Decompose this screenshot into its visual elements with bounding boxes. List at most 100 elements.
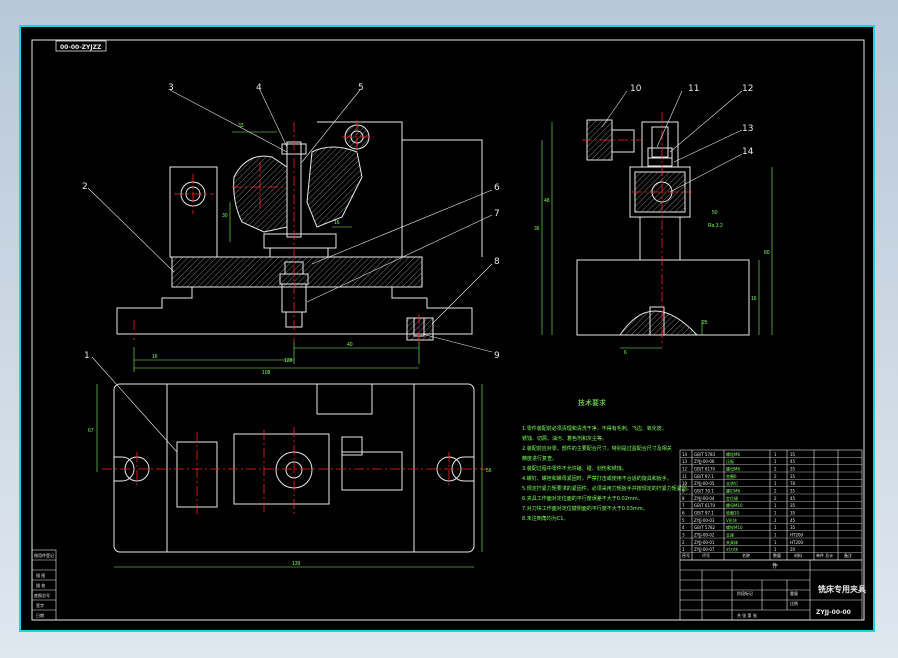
top-centerlines bbox=[102, 427, 487, 517]
stage-label: 阶段标记 bbox=[737, 590, 753, 596]
bom-cell: 垫圈6 bbox=[726, 473, 737, 479]
bom-cell: 支座 bbox=[726, 532, 734, 538]
col-header-remark: 备注 bbox=[844, 552, 852, 558]
bom-cell: 35 bbox=[790, 525, 796, 530]
bom-cell: 35 bbox=[790, 489, 796, 494]
material-label: 件 bbox=[772, 562, 778, 570]
bom-cell: 14 bbox=[682, 452, 688, 457]
left-info-2: 描 图 bbox=[36, 572, 45, 578]
bom-cell: 2 bbox=[774, 467, 777, 472]
front-dimension-lines bbox=[133, 131, 420, 372]
col-header-name: 名称 bbox=[742, 552, 750, 558]
bom-cell: HT200 bbox=[790, 533, 804, 538]
bom-cell: 8 bbox=[682, 496, 685, 501]
tech-line: 2.装配前应对零、部件的主要配合尺寸，特别是过盈配合尺寸及相关 bbox=[522, 445, 672, 452]
bom-cell: ZYJJ-00-01 bbox=[694, 540, 715, 545]
bom-cell: ZYJJ-00-02 bbox=[694, 533, 715, 538]
dim-slot-width: 16 bbox=[334, 220, 340, 226]
bom-cell: 3 bbox=[682, 533, 685, 538]
dim-side-tol: Ra 3.2 bbox=[708, 223, 723, 229]
bom-cell: 1 bbox=[682, 547, 685, 552]
left-info-5: 签字 bbox=[36, 602, 44, 608]
tech-line: 6.夹具工作面对定位面的平行度误差不大于0.02mm。 bbox=[522, 495, 643, 502]
drawing-code-mirrored: 00-00-ZYJZZ bbox=[60, 44, 102, 51]
left-info-block bbox=[31, 549, 57, 621]
bom-cell: 2 bbox=[682, 540, 685, 545]
bom-cell: 13 bbox=[682, 459, 688, 464]
bom-cell: 1 bbox=[774, 452, 777, 457]
bom-cell: 对刀块 bbox=[726, 546, 738, 552]
drawing-number: ZYJJ-00-00 bbox=[816, 609, 851, 616]
bom-cell: 1 bbox=[774, 540, 777, 545]
tech-line: 4.螺钉、螺栓和螺母紧固时，严禁打击或使用不合适的旋具和扳手。 bbox=[522, 475, 672, 482]
dim-side-left: 36 bbox=[534, 226, 540, 232]
side-view bbox=[576, 119, 750, 336]
part-label-12: 12 bbox=[742, 84, 753, 94]
dim-center-h: 128 bbox=[284, 358, 293, 364]
weight-label: 重量 bbox=[790, 590, 798, 596]
dim-side-h1: 16 bbox=[751, 296, 757, 302]
bom-cell: 1 bbox=[774, 459, 777, 464]
bom-cell: 螺母M6 bbox=[726, 466, 740, 472]
part-label-14: 14 bbox=[742, 147, 754, 157]
bom-cell: 35 bbox=[790, 452, 796, 457]
bom-cell: 定位键 bbox=[726, 495, 738, 501]
bom-cell: 45 bbox=[790, 459, 796, 464]
tech-line: 7.对刀块工作面对定位键侧面的平行度不大于0.03mm。 bbox=[522, 505, 648, 512]
bom-cell: ZYJJ-00-07 bbox=[694, 547, 715, 552]
tech-line: 1.零件装配前必须清理和清洗干净，不得有毛刺、飞边、氧化皮、 bbox=[522, 425, 667, 432]
bom-cell: 9 bbox=[682, 489, 685, 494]
bom-cell: 螺栓M6 bbox=[726, 451, 740, 457]
part-name: 铣床专用夹具 bbox=[818, 584, 866, 594]
dim-bottom-height: 67 bbox=[88, 428, 94, 434]
side-leaders bbox=[601, 90, 743, 193]
dim-top-height-small: 33 bbox=[238, 123, 244, 129]
dim-left-height: 30 bbox=[222, 213, 228, 219]
part-label-1: 1 bbox=[84, 351, 90, 361]
col-header-seq: 序号 bbox=[682, 552, 690, 558]
bom-cell: GB/T 5783 bbox=[694, 452, 716, 457]
bom-cell: 垫圈10 bbox=[726, 510, 740, 516]
bom-cell: 螺母M10 bbox=[726, 502, 743, 508]
bom-cell: 螺钉M6 bbox=[726, 488, 740, 494]
bom-cell: T8 bbox=[789, 481, 795, 486]
part-label-6: 6 bbox=[494, 183, 500, 193]
bom-cell: 1 bbox=[774, 481, 777, 486]
bom-cell: V形块 bbox=[726, 517, 737, 523]
bom-cell: HT200 bbox=[790, 540, 804, 545]
sheet-border bbox=[31, 39, 865, 621]
top-dimension-lines bbox=[96, 384, 483, 568]
bom-cell: 45 bbox=[790, 518, 796, 523]
part-label-11: 11 bbox=[688, 84, 699, 94]
bom-cell: GB/T 70.1 bbox=[694, 489, 714, 494]
part-label-13: 13 bbox=[742, 124, 753, 134]
dim-bottom-width: 139 bbox=[292, 561, 301, 567]
bom-cell: ZYJJ-00-05 bbox=[694, 481, 715, 486]
part-label-9: 9 bbox=[494, 351, 500, 361]
scale-label: 比例 bbox=[790, 600, 798, 606]
left-info-0: 借用件登记 bbox=[34, 552, 54, 558]
dim-side-bottom2: 6 bbox=[624, 350, 627, 356]
cad-drawing-viewport[interactable]: 00-00-ZYJZZ bbox=[19, 25, 875, 632]
bom-cell: 10 bbox=[682, 481, 688, 486]
bom-cell: 1 bbox=[774, 525, 777, 530]
bom-cell: 夹具体 bbox=[726, 539, 738, 545]
side-centerlines bbox=[582, 112, 692, 347]
dim-base-total: 108 bbox=[262, 370, 271, 376]
bom-cell: 45 bbox=[790, 496, 796, 501]
tech-line: 锈蚀、切屑、油污、着色剂和灰尘等。 bbox=[522, 435, 607, 442]
bom-cell: 1 bbox=[774, 503, 777, 508]
cad-drawing: 00-00-ZYJZZ bbox=[31, 39, 866, 621]
bom-cell: 1 bbox=[774, 518, 777, 523]
dim-center-r: 40 bbox=[347, 342, 353, 348]
col-header-material: 材料 bbox=[794, 552, 802, 558]
tech-line: 5.规定拧紧力矩要求的紧固件，必须采用力矩扳手并按规定的拧紧力矩紧固。 bbox=[522, 485, 692, 492]
bom-cell: ZYJJ-00-04 bbox=[694, 496, 715, 501]
bom-cell: GB/T 6170 bbox=[694, 467, 716, 472]
dim-base-left: 16 bbox=[152, 354, 158, 360]
bom-cell: 35 bbox=[790, 503, 796, 508]
part-label-2: 2 bbox=[82, 182, 88, 192]
part-label-3: 3 bbox=[168, 83, 174, 93]
tech-requirements-list: 1.零件装配前必须清理和清洗干净，不得有毛刺、飞边、氧化皮、 锈蚀、切屑、油污、… bbox=[522, 425, 692, 522]
